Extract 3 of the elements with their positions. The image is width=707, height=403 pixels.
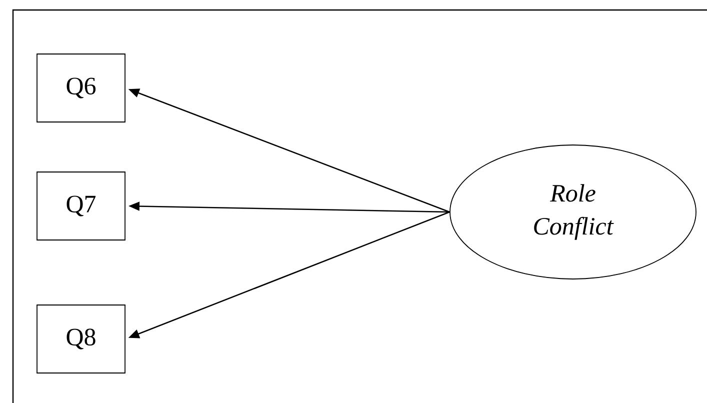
item-box: Q7 (36, 172, 126, 240)
item-box: Q6 (36, 54, 126, 122)
item-box: Q8 (36, 304, 126, 374)
